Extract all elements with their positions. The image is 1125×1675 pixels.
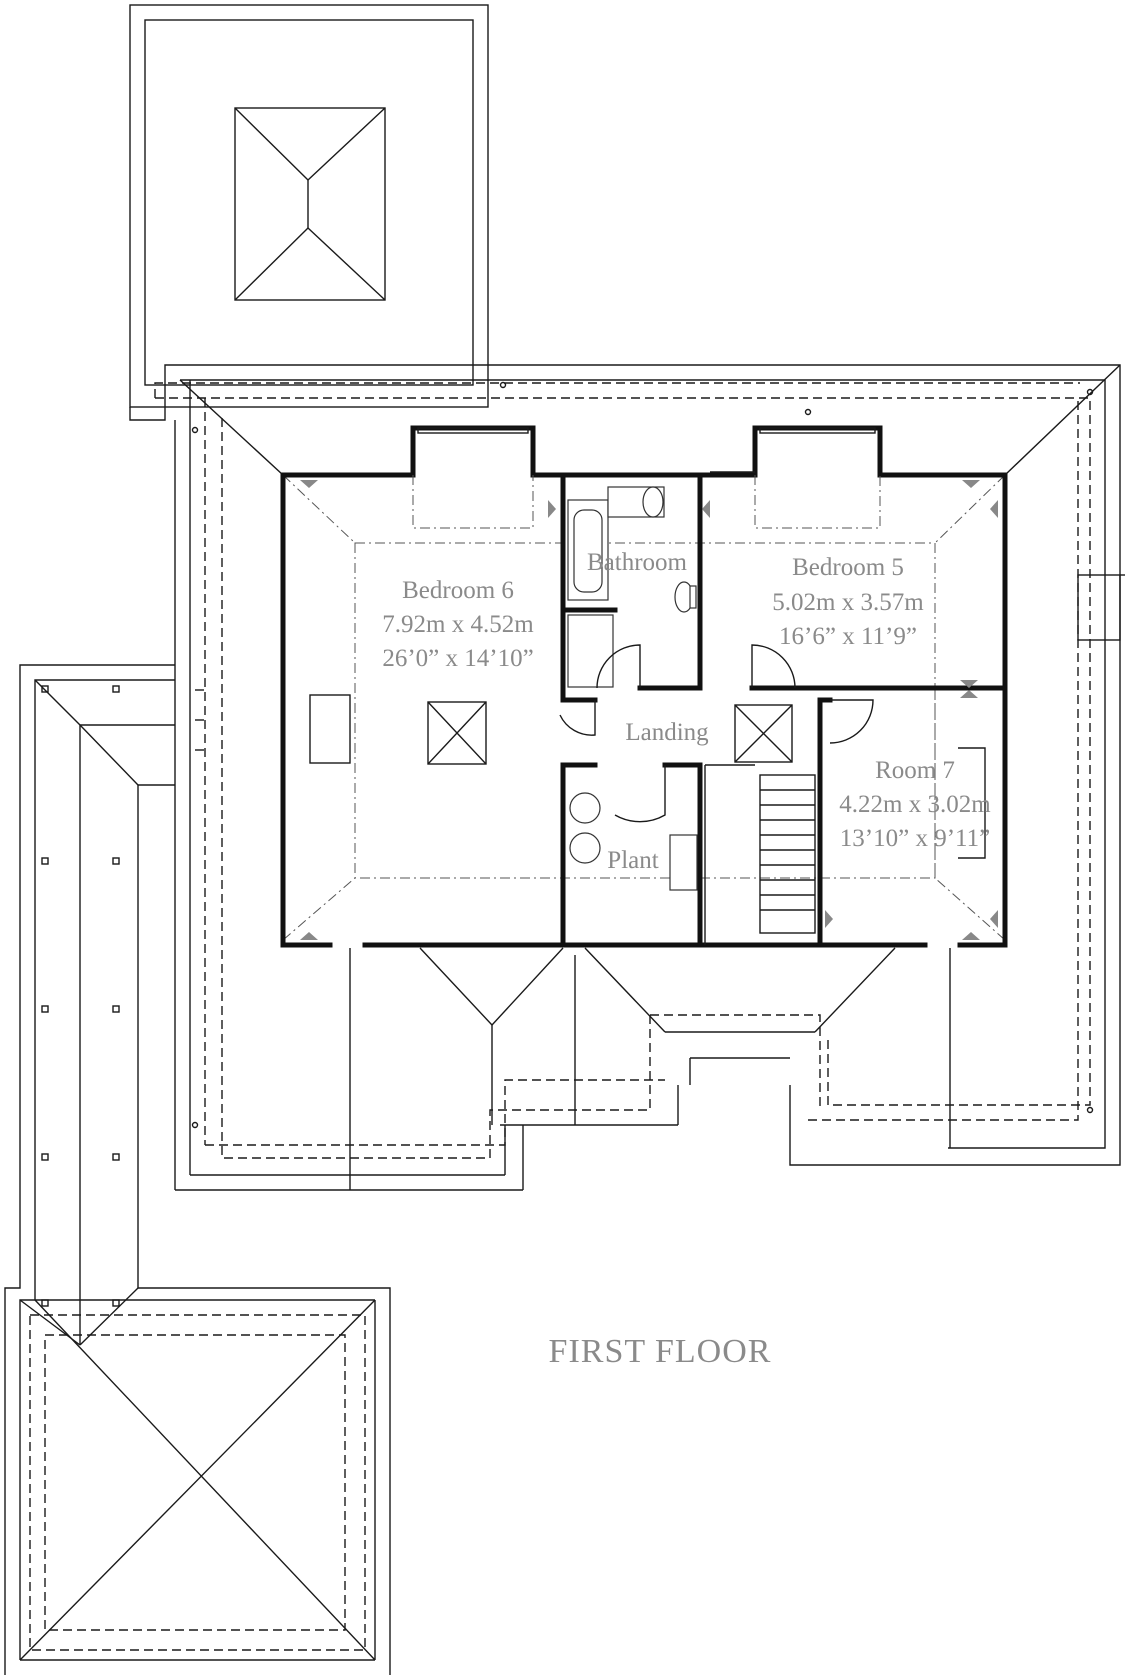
room-name-bathroom: Bathroom — [587, 549, 688, 576]
doors — [559, 644, 874, 823]
room-imperial-bedroom-6: 26’0” x 14’10” — [382, 645, 533, 672]
plant-fixtures — [569, 792, 698, 891]
left-wing-roof — [4, 664, 391, 1675]
room-name-bedroom-6: Bedroom 6 — [402, 577, 514, 604]
dormer-windows — [412, 427, 881, 529]
room-imperial-bedroom-5: 16’6” x 11’9” — [779, 623, 917, 650]
top-pavilion-roof — [129, 4, 489, 408]
room-metric-bedroom-6: 7.92m x 4.52m — [382, 611, 534, 638]
room-name-bedroom-5: Bedroom 5 — [792, 554, 904, 581]
room-name-landing: Landing — [625, 719, 709, 746]
corner-arrows — [300, 480, 998, 940]
bathroom-fixtures — [567, 486, 697, 688]
loft-hatches — [309, 694, 986, 859]
ceiling-lines — [282, 474, 1006, 941]
main-roof — [129, 364, 1125, 1191]
gutter-markers — [41, 381, 1094, 1307]
room-name-room-7: Room 7 — [875, 757, 955, 784]
room-imperial-room-7: 13’10” x 9’11” — [840, 825, 990, 852]
floor-title: FIRST FLOOR — [549, 1333, 772, 1370]
room-metric-bedroom-5: 5.02m x 3.57m — [772, 589, 924, 616]
staircase — [704, 764, 816, 945]
room-name-plant: Plant — [607, 847, 658, 874]
room-metric-room-7: 4.22m x 3.02m — [839, 791, 991, 818]
eaves-dashed-line — [154, 382, 1091, 1159]
